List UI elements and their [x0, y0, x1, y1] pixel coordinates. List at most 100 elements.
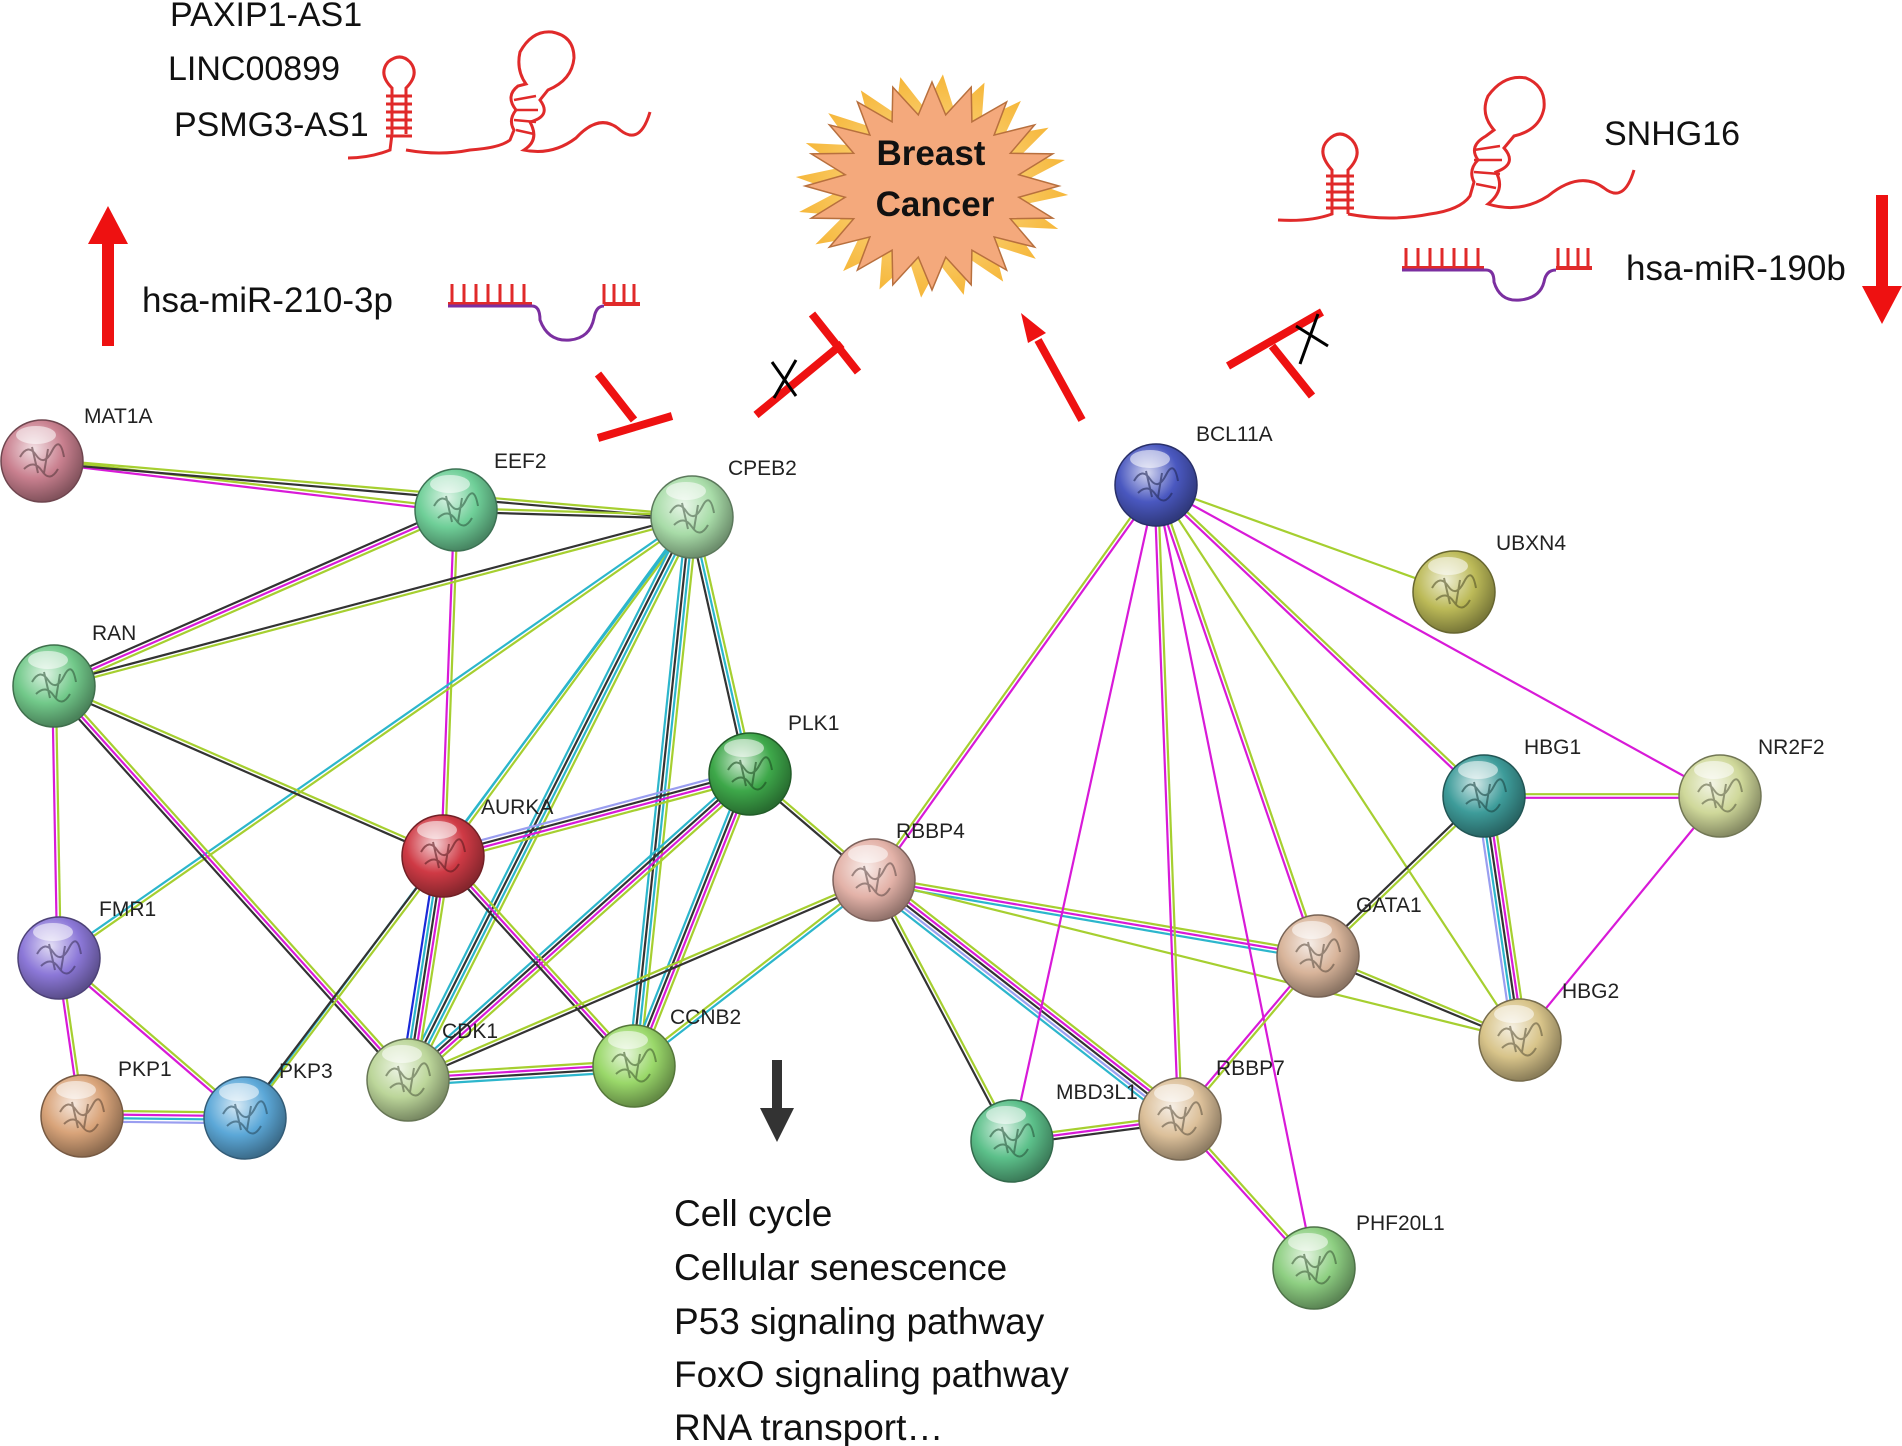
pathway-item: RNA transport…: [674, 1407, 943, 1446]
edge-cdk1-rbbp4: [406, 877, 876, 1083]
upregulation-arrow: [88, 206, 128, 346]
edge-line-databases: [868, 884, 1177, 1126]
regulation-arrows: [88, 195, 1902, 1142]
protein-node-nr2f2[interactable]: NR2F2: [1678, 736, 1825, 838]
edge-line-text-mining: [55, 512, 458, 691]
node-highlight: [1694, 761, 1734, 779]
protein-structure-icon: [1431, 574, 1477, 609]
protein-structure-icon: [851, 862, 897, 897]
edge-mat1a-cpeb2: [41, 458, 693, 520]
protein-node-eef2[interactable]: EEF2: [414, 450, 547, 552]
interaction-edges: [41, 458, 1721, 1270]
node-highlight: [1130, 450, 1170, 468]
pathway-item: Cell cycle: [674, 1193, 832, 1234]
protein-node-cdk1[interactable]: CDK1: [366, 1020, 498, 1122]
node-label: PLK1: [788, 712, 839, 735]
protein-node-rbbp4[interactable]: RBBP4: [832, 820, 965, 922]
node-label: RBBP7: [1216, 1057, 1285, 1080]
edge-rbbp4-mbd3l1: [871, 878, 1015, 1143]
node-label: NR2F2: [1758, 736, 1825, 759]
protein-node-plk1[interactable]: PLK1: [708, 712, 839, 816]
edge-line-experiments: [1153, 485, 1180, 1120]
protein-structure-icon: [36, 940, 82, 975]
edge-line-text-mining: [637, 775, 757, 1069]
breast-cancer-node: Breast Cancer: [795, 74, 1069, 298]
node-label: FMR1: [99, 898, 156, 921]
protein-node-gata1[interactable]: GATA1: [1276, 894, 1422, 998]
pathway-item: Cellular senescence: [674, 1247, 1007, 1288]
node-label: AURKA: [481, 796, 553, 819]
edge-mat1a-eef2: [41, 458, 457, 513]
edge-line-coexpression: [52, 505, 455, 684]
edge-bcl11a-mbd3l1: [1010, 484, 1158, 1142]
node-highlight: [1494, 1005, 1534, 1023]
edge-line-text-mining: [54, 517, 693, 689]
left-mirna-structure: [448, 284, 640, 342]
node-highlight: [16, 426, 56, 444]
protein-node-mat1a[interactable]: MAT1A: [0, 405, 152, 503]
node-label: PHF20L1: [1356, 1212, 1445, 1235]
node-label: PKP3: [279, 1060, 333, 1083]
edge-nr2f2-hbg2: [1519, 795, 1721, 1041]
blocked-inhibition-right: [1226, 308, 1329, 399]
node-highlight: [56, 1081, 96, 1099]
edge-line-text-mining: [874, 875, 1319, 954]
edge-line-text-mining: [42, 458, 457, 510]
edge-line-experiments: [873, 878, 1319, 958]
edge-line-coexpression: [408, 880, 876, 1083]
edge-line-experiments: [408, 774, 752, 1083]
node-label: BCL11A: [1196, 423, 1273, 446]
protein-node-fmr1[interactable]: FMR1: [17, 898, 156, 1000]
protein-node-hbg2[interactable]: HBG2: [1478, 980, 1619, 1082]
node-label: EEF2: [494, 450, 547, 473]
edge-line-text-mining: [444, 778, 752, 863]
edge-line-databases: [403, 769, 748, 1077]
mir210-inhibition-bar: [594, 371, 674, 442]
edge-line-databases: [57, 514, 692, 958]
node-highlight: [430, 475, 470, 493]
edge-line-experiments: [443, 774, 751, 859]
edge-rbbp4-bcl11a: [871, 483, 1159, 882]
edge-line-text-mining: [444, 852, 638, 1065]
downregulation-arrow: [1862, 195, 1902, 324]
mirna-label-210-3p: hsa-miR-210-3p: [142, 281, 393, 320]
edge-line-text-mining: [694, 515, 755, 774]
protein-node-hbg1[interactable]: HBG1: [1442, 736, 1581, 838]
edge-line-databases: [627, 771, 747, 1065]
protein-structure-icon: [433, 492, 479, 527]
protein-node-pkp1[interactable]: PKP1: [40, 1058, 172, 1158]
node-highlight: [848, 845, 888, 863]
disease-burst: [802, 80, 1062, 292]
node-label: CDK1: [442, 1020, 498, 1043]
protein-node-cpeb2[interactable]: CPEB2: [650, 457, 797, 559]
right-mirna-structure: [1402, 248, 1592, 302]
protein-node-aurka[interactable]: AURKA: [401, 796, 553, 898]
protein-structure-icon: [59, 1098, 105, 1133]
activation-arrow: [1021, 313, 1086, 422]
node-highlight: [1428, 557, 1468, 575]
edge-line-coexpression: [873, 879, 1181, 1120]
protein-node-phf20l1[interactable]: PHF20L1: [1272, 1212, 1445, 1310]
edge-line-experiments: [53, 685, 409, 1081]
protein-node-bcl11a[interactable]: BCL11A: [1114, 423, 1273, 527]
protein-node-ccnb2[interactable]: CCNB2: [592, 1006, 741, 1108]
edge-line-experiments: [41, 461, 456, 513]
edge-cpeb2-fmr1: [57, 514, 694, 961]
protein-structure-icon: [1133, 467, 1179, 502]
protein-node-mbd3l1[interactable]: MBD3L1: [970, 1081, 1138, 1183]
edge-line-experiments: [440, 509, 456, 856]
protein-structure-icon: [420, 838, 466, 873]
protein-node-ran[interactable]: RAN: [12, 622, 136, 728]
node-label: RBBP4: [896, 820, 965, 843]
lncrna-label-snhg16: SNHG16: [1604, 115, 1740, 153]
node-label: UBXN4: [1496, 532, 1566, 555]
protein-structure-icon: [611, 1048, 657, 1083]
protein-node-rbbp7[interactable]: RBBP7: [1138, 1057, 1285, 1161]
protein-node-pkp3[interactable]: PKP3: [203, 1060, 333, 1160]
protein-structure-icon: [1295, 938, 1341, 973]
edge-line-text-mining: [54, 683, 445, 856]
edge-line-coexpression: [41, 461, 692, 520]
edge-line-coexpression: [50, 687, 407, 1084]
protein-node-ubxn4[interactable]: UBXN4: [1412, 532, 1566, 634]
